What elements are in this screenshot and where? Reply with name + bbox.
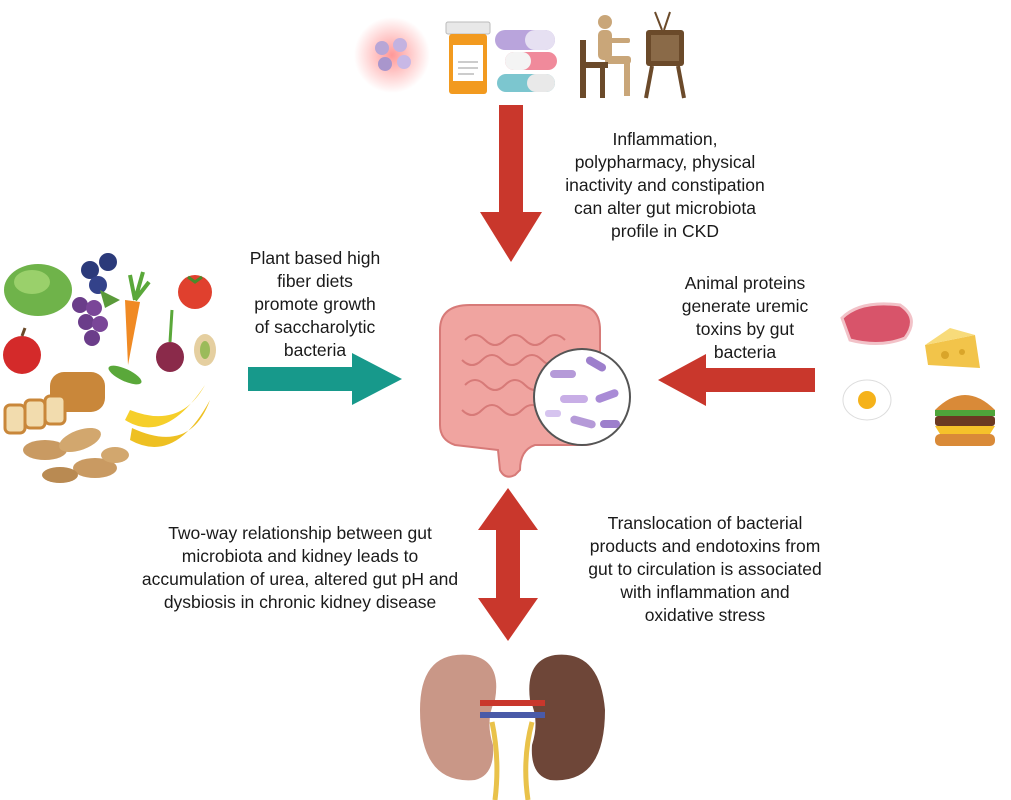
top-label: Inflammation, polypharmacy, physical ina…	[545, 128, 785, 243]
label-line: bacteria	[713, 342, 777, 362]
cheese-icon	[925, 328, 980, 368]
double-arrow-vertical	[478, 488, 538, 641]
plant-foods-group	[3, 253, 216, 483]
pistachio-icon	[194, 334, 216, 366]
label-line: fiber diets	[277, 271, 353, 291]
television-icon	[644, 11, 686, 99]
label-line: generate uremic	[681, 296, 809, 316]
capsules-icon	[495, 30, 557, 92]
label-line: profile in CKD	[611, 221, 719, 241]
steak-icon	[840, 302, 913, 345]
label-line: polypharmacy, physical	[574, 152, 756, 172]
bacteria-magnifier-icon	[533, 348, 631, 446]
lettuce-icon	[4, 264, 72, 316]
label-line: microbiota and kidney leads to	[181, 546, 419, 566]
animal-foods-group	[840, 302, 995, 446]
bottom-right-label: Translocation of bacterial products and …	[555, 512, 855, 627]
label-line: Two-way relationship between gut	[168, 523, 432, 543]
onion-icon	[156, 309, 184, 372]
peanuts-icon	[23, 427, 129, 483]
pill-bottle-icon	[445, 21, 491, 94]
label-line: Translocation of bacterial	[607, 513, 803, 533]
label-line: dysbiosis in chronic kidney disease	[163, 592, 437, 612]
label-line: Plant based high	[249, 248, 381, 268]
left-label: Plant based high fiber diets promote gro…	[225, 247, 405, 362]
right-label: Animal proteins generate uremic toxins b…	[660, 272, 830, 364]
bottom-left-label: Two-way relationship between gut microbi…	[115, 522, 485, 614]
banana-icon	[125, 385, 210, 447]
fried-egg-icon	[842, 379, 892, 421]
bread-icon	[3, 372, 105, 435]
label-line: oxidative stress	[644, 605, 766, 625]
tomato-icon	[178, 275, 212, 309]
label-line: gut to circulation is associated	[588, 559, 822, 579]
burger-icon	[935, 395, 995, 446]
right-arrow-teal	[248, 353, 402, 405]
label-line: with inflammation and	[620, 582, 790, 602]
label-line: toxins by gut	[695, 319, 795, 339]
label-line: products and endotoxins from	[589, 536, 821, 556]
label-line: bacteria	[283, 340, 347, 360]
label-line: promote growth	[254, 294, 376, 314]
label-line: Inflammation,	[612, 129, 718, 149]
down-arrow	[480, 105, 542, 262]
label-line: can alter gut microbiota	[574, 198, 756, 218]
label-line: accumulation of urea, altered gut pH and	[141, 569, 459, 589]
label-line: of saccharolytic	[254, 317, 376, 337]
inflammation-cells-icon	[354, 17, 430, 93]
pea-pod-icon	[108, 365, 142, 385]
apple-icon	[3, 327, 41, 374]
label-line: inactivity and constipation	[565, 175, 765, 195]
label-line: Animal proteins	[684, 273, 806, 293]
grapes-icon	[72, 253, 120, 346]
kidneys-icon	[420, 654, 605, 800]
carrot-icon	[125, 271, 151, 365]
sitting-person-icon	[580, 15, 631, 98]
left-arrow-red	[658, 354, 815, 406]
